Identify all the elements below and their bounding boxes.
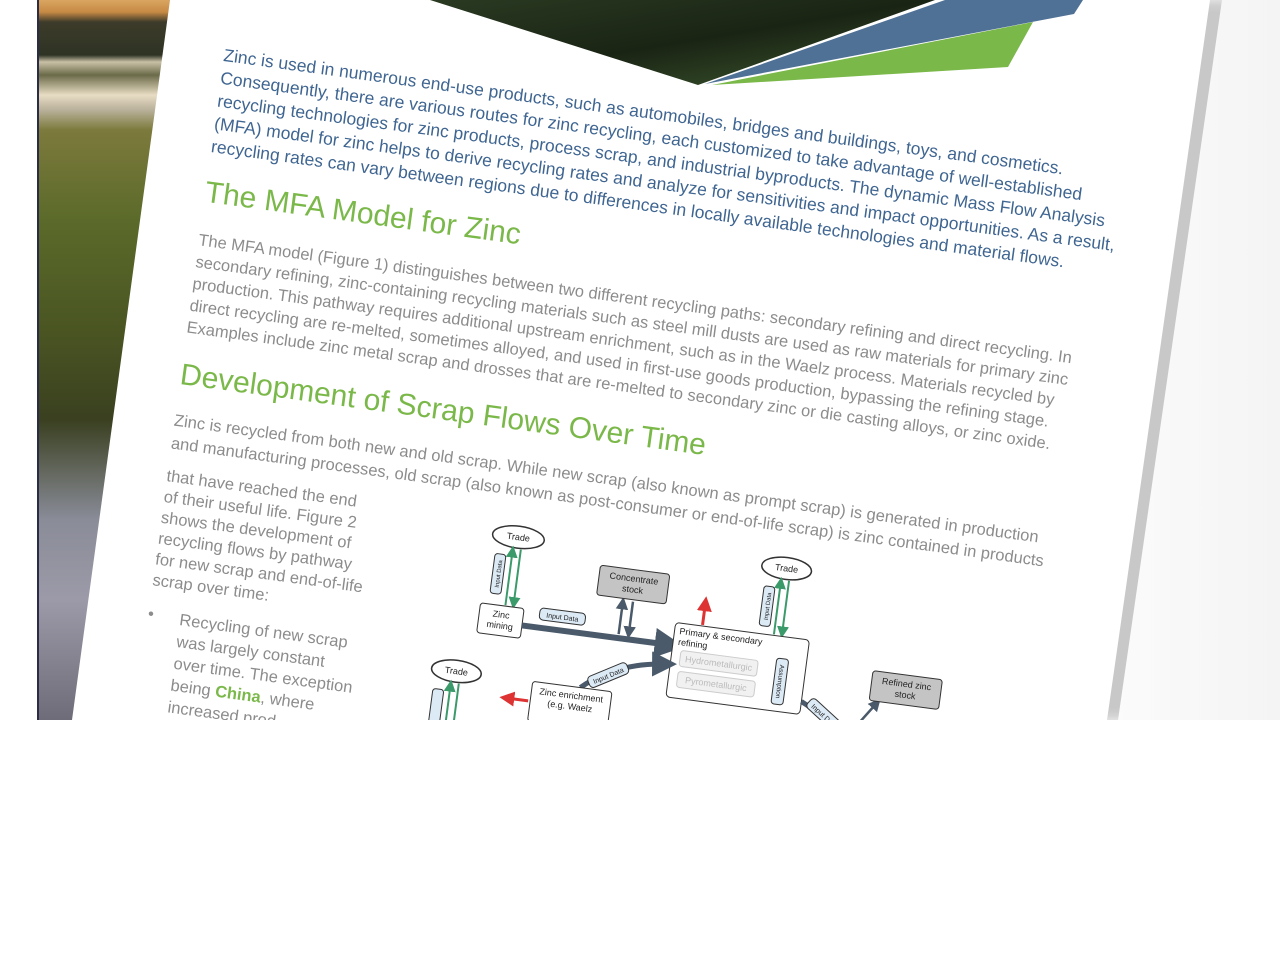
svg-text:stock: stock xyxy=(621,583,644,596)
svg-text:refining: refining xyxy=(677,637,708,651)
green-band xyxy=(712,22,1033,85)
svg-text:Assumption: Assumption xyxy=(774,664,785,699)
concentrate-stock-node xyxy=(596,565,671,605)
emission-arrow xyxy=(499,691,529,707)
svg-text:Zinc: Zinc xyxy=(492,609,511,621)
header-photo xyxy=(430,0,935,85)
flow-arrow xyxy=(521,622,685,658)
zinc-enrichment-node xyxy=(527,681,613,720)
svg-text:stock: stock xyxy=(894,689,917,702)
svg-text:Input Data: Input Data xyxy=(764,592,774,621)
blue-band xyxy=(705,0,1083,84)
brochure-page: Zinc is used in numerous end-use product… xyxy=(146,0,1117,720)
emission-arrow xyxy=(696,596,712,626)
mfa-diagram: Trade Input Data Zinc mining Input Data … xyxy=(427,525,943,720)
svg-text:mining: mining xyxy=(486,619,514,632)
svg-text:Input Data: Input Data xyxy=(495,559,505,588)
header-graphic xyxy=(430,0,1083,85)
refined-zinc-stock-node xyxy=(868,670,943,710)
svg-text:Trade: Trade xyxy=(774,562,798,575)
trade-label: Trade xyxy=(506,531,530,544)
svg-text:Input Data: Input Data xyxy=(546,613,579,624)
svg-text:Trade: Trade xyxy=(444,665,468,678)
